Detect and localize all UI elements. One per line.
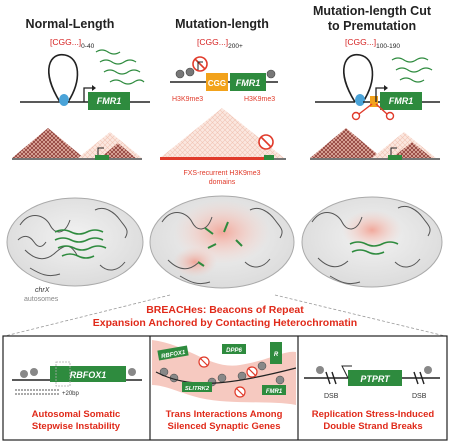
mutation-gene: CGG FMR1 H3K9me3 H3K9me3 (170, 56, 278, 103)
panel3-caption-line1: Replication Stress-Induced (312, 409, 435, 420)
dpp6-box (222, 344, 246, 354)
fxs-domains-label-line2: domains (209, 179, 236, 186)
rbfox1-small-box (157, 345, 189, 361)
hic-triangles-mutation: FXS-recurrent H3K9me3 domains (160, 108, 286, 186)
repeat-label-mutation: [CGG...]200+ (197, 37, 243, 50)
repeat-label-normal: [CGG...]0-40 (50, 37, 95, 50)
breaches-title-line1: BREACHes: Beacons of Repeat (146, 304, 304, 316)
panel3-caption-line2: Double Strand Breaks (323, 421, 422, 432)
ptprt-label: PTPRT (360, 374, 391, 384)
normal-gene-loop: FMR1 (20, 49, 150, 110)
nucleus-normal: chrX autosomes (6, 197, 144, 303)
panel1-caption-line2: Stepwise Instability (32, 421, 121, 432)
panel-autosomal-instability: RBFOX1 +20bp Autosomal Somatic Stepwise … (12, 361, 142, 432)
nucleus-cut (301, 196, 443, 288)
slitrk2-box (182, 382, 212, 392)
fmr1-label-normal: FMR1 (97, 96, 122, 106)
ptprt-gene-box (348, 370, 402, 386)
dsb-label-right: DSB (412, 393, 427, 400)
fmr1-small-label: FMR1 (266, 389, 283, 395)
hic-triangles-normal (12, 128, 142, 160)
column-title-normal: Normal-Length (26, 17, 115, 31)
nucleus-mutation (149, 195, 295, 289)
panel-trans-interactions: RBFOX1 DPP6 R SLITRK2 FMR1 Trans Interac… (152, 340, 297, 432)
autosomes-label: autosomes (24, 296, 59, 303)
rbfox1-label: RBFOX1 (70, 370, 107, 380)
fmr1-label-mutation: FMR1 (236, 78, 261, 88)
r-label: R (274, 352, 279, 358)
dpp6-label: DPP6 (226, 348, 242, 354)
fxs-domains-label-line1: FXS-recurrent H3K9me3 (183, 170, 260, 177)
slitrk2-label: SLITRK2 (185, 386, 210, 392)
fmr1-small-box (262, 385, 286, 395)
panel1-caption-line1: Autosomal Somatic (32, 409, 121, 420)
h3k9me3-label-left: H3K9me3 (172, 96, 203, 103)
hic-triangles-cut (310, 128, 440, 160)
bp-label: +20bp (62, 391, 80, 397)
cut-gene-loop: FMR1 (315, 53, 440, 121)
r-box (270, 342, 282, 364)
fmr1-label-cut: FMR1 (389, 96, 414, 106)
column-title-cut-line1: Mutation-length Cut (313, 4, 432, 18)
chrx-label: chrX (35, 287, 50, 294)
dsb-label-left: DSB (324, 393, 339, 400)
column-title-mutation: Mutation-length (175, 17, 269, 31)
cgg-box-label: CGG (208, 79, 226, 88)
panel-replication-stress: PTPRT DSB DSB Replication Stress-Induced… (304, 365, 440, 432)
fmr1-gene-box-cut (380, 92, 422, 110)
scissors-icon (351, 103, 395, 121)
fmr1-gene-box-normal (88, 92, 130, 110)
connector-lines (4, 294, 446, 337)
rbfox1-small-label: RBFOX1 (161, 350, 187, 360)
panel2-caption-line1: Trans Interactions Among (166, 409, 283, 420)
repeat-label-cut: [CGG...]100-190 (345, 37, 400, 50)
column-title-cut-line2: to Premutation (328, 19, 416, 33)
h3k9me3-label-right: H3K9me3 (244, 96, 275, 103)
cgg-repeat-box (206, 73, 228, 91)
rbfox1-gene-box (50, 366, 126, 382)
fmr1-gene-box-mutation (230, 73, 266, 91)
panel2-caption-line2: Silenced Synaptic Genes (168, 421, 281, 432)
breaches-title-line2: Expansion Anchored by Contacting Heteroc… (93, 317, 357, 329)
